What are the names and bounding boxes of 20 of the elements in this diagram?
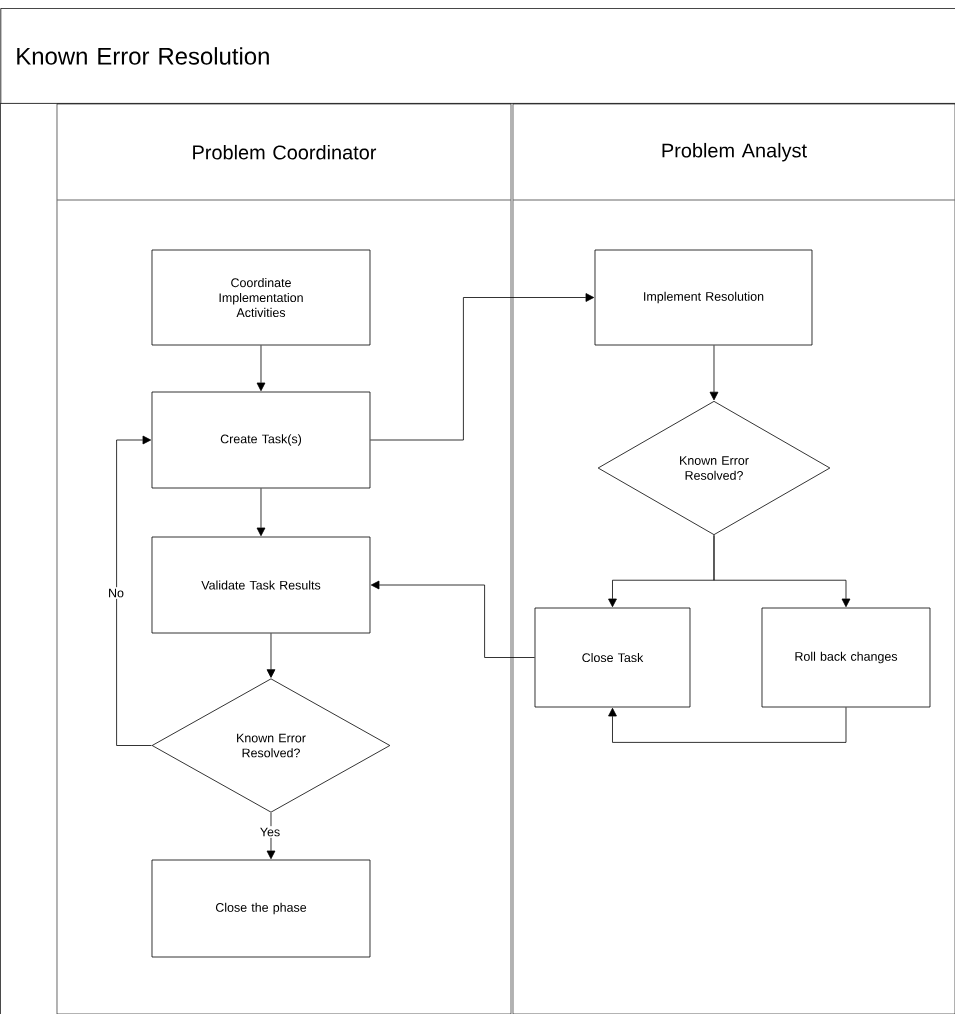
edge-label: No — [106, 587, 126, 599]
arrow — [266, 812, 276, 860]
arrow — [116, 435, 152, 746]
arrow — [266, 633, 276, 678]
title-band: Known Error Resolution — [0, 8, 955, 104]
arrow — [709, 345, 719, 401]
process-box: Close the phase — [151, 859, 371, 958]
process-box: Roll back changes — [761, 607, 931, 708]
arrow — [608, 707, 847, 743]
process-box: Coordinate Implementation Activities — [151, 249, 371, 346]
edge-label: Yes — [258, 826, 282, 838]
process-box: Create Task(s) — [151, 391, 371, 489]
arrow — [370, 580, 535, 658]
arrow — [370, 293, 595, 441]
process-box: Validate Task Results — [151, 536, 371, 634]
arrow — [256, 488, 266, 537]
arrow — [256, 345, 266, 392]
arrow — [713, 534, 851, 608]
process-box: Close Task — [534, 607, 691, 708]
process-box: Implement Resolution — [594, 249, 813, 346]
